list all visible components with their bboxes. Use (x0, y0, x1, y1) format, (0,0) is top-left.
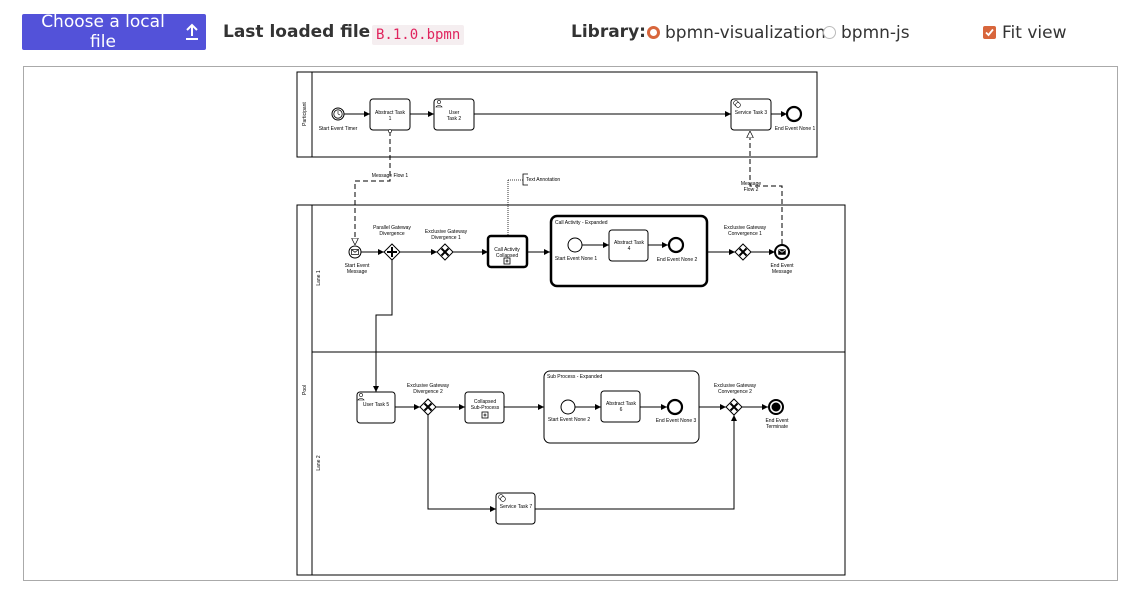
fit-view-label[interactable]: Fit view (1002, 23, 1067, 43)
parallel-gateway-label-line2: Divergence (379, 231, 405, 237)
last-loaded-label: Last loaded file: (223, 22, 377, 42)
lane-1-label: Lane 1 (316, 270, 322, 286)
service-task-7[interactable]: Service Task 7 (495, 492, 536, 525)
call-activity-collapsed-label-line1: Call Activity (494, 247, 520, 253)
exclusive-gateway-conv-2-label-line1: Exclusive Gateway (714, 383, 757, 389)
start-event-timer-label: Start Event Timer (319, 126, 358, 132)
user-icon (435, 100, 443, 108)
start-event-none-1-label: Start Event None 1 (555, 256, 597, 262)
exclusive-gateway-div-1-label-line1: Exclusive Gateway (425, 229, 468, 235)
start-event-timer[interactable]: Start Event Timer (319, 107, 358, 132)
upload-icon (184, 23, 200, 41)
exclusive-gateway-divergence-2[interactable]: Exclusive Gateway Divergence 2 (407, 383, 450, 416)
library-label: Library: (571, 22, 646, 42)
exclusive-gateway-conv-1-label-line1: Exclusive Gateway (724, 225, 767, 231)
end-event-none-3-label: End Event None 3 (656, 418, 697, 424)
end-event-none-1[interactable]: End Event None 1 (775, 105, 816, 132)
expand-marker-icon (481, 411, 489, 419)
collapsed-sub-process-label-line2: Sub-Process (471, 405, 500, 411)
end-event-terminate-label-line1: End Event (765, 418, 789, 424)
radio-label-bpmn-js[interactable]: bpmn-js (841, 23, 910, 43)
user-task-5-label: User Task 5 (363, 402, 390, 408)
gear-icon (733, 100, 741, 108)
abstract-task-6-label-line1: Abstract Task (606, 401, 636, 407)
abstract-task-1[interactable]: Abstract Task 1 (369, 98, 411, 131)
exclusive-gateway-div-2-label-line2: Divergence 2 (413, 389, 443, 395)
lane-2-label: Lane 2 (316, 455, 322, 471)
pool-label: Pool (302, 385, 308, 395)
service-task-7-label: Service Task 7 (500, 504, 533, 510)
text-annotation-label: Text Annotation (526, 177, 560, 183)
pool[interactable]: Pool Lane 1 Lane 2 (296, 204, 846, 576)
service-task-3-label: Service Task 3 (735, 110, 768, 116)
abstract-task-4[interactable]: Abstract Task 4 (608, 229, 649, 262)
parallel-gateway-label-line1: Parallel Gateway (373, 225, 411, 231)
choose-file-button[interactable]: Choose a local file (22, 12, 206, 52)
abstract-task-1-label-line2: 1 (389, 116, 392, 122)
end-event-message-label-line1: End Event (770, 263, 794, 269)
message-flow-1-label: Message Flow 1 (372, 173, 409, 179)
text-annotation[interactable]: Text Annotation (507, 173, 560, 236)
end-event-none-3[interactable]: End Event None 3 (656, 398, 697, 424)
abstract-task-4-label-line1: Abstract Task (614, 240, 644, 246)
fit-view-checkbox[interactable] (983, 26, 996, 39)
start-event-none-2-label: Start Event None 2 (548, 417, 590, 423)
loaded-file-name: B.1.0.bpmn (372, 25, 465, 45)
call-activity-collapsed[interactable]: Call Activity Collapsed (486, 234, 529, 269)
start-event-message[interactable]: Start Event Message (345, 245, 370, 275)
abstract-task-6-label-line2: 6 (620, 407, 623, 413)
abstract-task-6[interactable]: Abstract Task 6 (600, 390, 641, 423)
end-event-message-label-line2: Message (772, 269, 793, 275)
user-task-2[interactable]: User Task 2 (433, 98, 475, 131)
end-event-none-2[interactable]: End Event None 2 (657, 236, 698, 263)
call-activity-expanded-label: Call Activity - Expanded (555, 220, 608, 226)
message-flow-2[interactable]: Message Flow 2 (741, 131, 783, 244)
expand-marker-icon (503, 257, 511, 265)
participant-pool-label: Participant (302, 102, 308, 126)
start-event-message-label-line1: Start Event (345, 263, 370, 269)
end-event-none-2-label: End Event None 2 (657, 257, 698, 263)
gear-icon (498, 494, 506, 502)
participant-pool[interactable]: Participant (296, 71, 818, 158)
user-task-2-label-line2: Task 2 (447, 116, 462, 122)
exclusive-gateway-div-2-label-line1: Exclusive Gateway (407, 383, 450, 389)
radio-label-bpmn-visualization[interactable]: bpmn-visualization (665, 23, 826, 43)
end-event-none-1-label: End Event None 1 (775, 126, 816, 132)
exclusive-gateway-conv-2-label-line2: Convergence 2 (718, 389, 752, 395)
message-flow-2-label-line1: Message (741, 181, 762, 187)
exclusive-gateway-divergence-1[interactable]: Exclusive Gateway Divergence 1 (425, 229, 468, 261)
call-activity-collapsed-label-line2: Collapsed (496, 253, 518, 259)
user-icon (357, 393, 365, 401)
exclusive-gateway-div-1-label-line2: Divergence 1 (431, 235, 461, 241)
collapsed-sub-process-label-line1: Collapsed (474, 399, 496, 405)
message-flow-2-label-line2: Flow 2 (744, 187, 759, 193)
abstract-task-4-label-line2: 4 (628, 246, 631, 252)
end-event-terminate-label-line2: Terminate (766, 424, 788, 430)
parallel-gateway-divergence[interactable]: Parallel Gateway Divergence (373, 225, 411, 261)
user-task-2-label-line1: User (449, 110, 460, 116)
exclusive-gateway-conv-1-label-line2: Convergence 1 (728, 231, 762, 237)
radio-bpmn-visualization[interactable] (647, 26, 660, 39)
collapsed-sub-process[interactable]: Collapsed Sub-Process (464, 391, 505, 424)
radio-bpmn-js[interactable] (823, 26, 836, 39)
abstract-task-1-label-line1: Abstract Task (375, 110, 405, 116)
bpmn-diagram: Participant Start Event Timer Abstract T… (296, 71, 846, 576)
user-task-5[interactable]: User Task 5 (356, 391, 396, 424)
choose-file-label: Choose a local file (41, 12, 165, 52)
sub-process-expanded-label: Sub Process - Expanded (547, 374, 603, 380)
exclusive-gateway-convergence-1[interactable]: Exclusive Gateway Convergence 1 (724, 225, 767, 261)
message-flow-1[interactable]: Message Flow 1 (355, 131, 408, 245)
end-event-terminate[interactable]: End Event Terminate (765, 399, 789, 430)
exclusive-gateway-convergence-2[interactable]: Exclusive Gateway Convergence 2 (714, 383, 757, 416)
toolbar: Choose a local file Last loaded file: B.… (0, 0, 1140, 60)
end-event-message[interactable]: End Event Message (770, 244, 794, 275)
bpmn-diagram-canvas[interactable]: Participant Start Event Timer Abstract T… (23, 66, 1118, 581)
start-event-message-label-line2: Message (347, 269, 368, 275)
service-task-3[interactable]: Service Task 3 (730, 98, 772, 131)
